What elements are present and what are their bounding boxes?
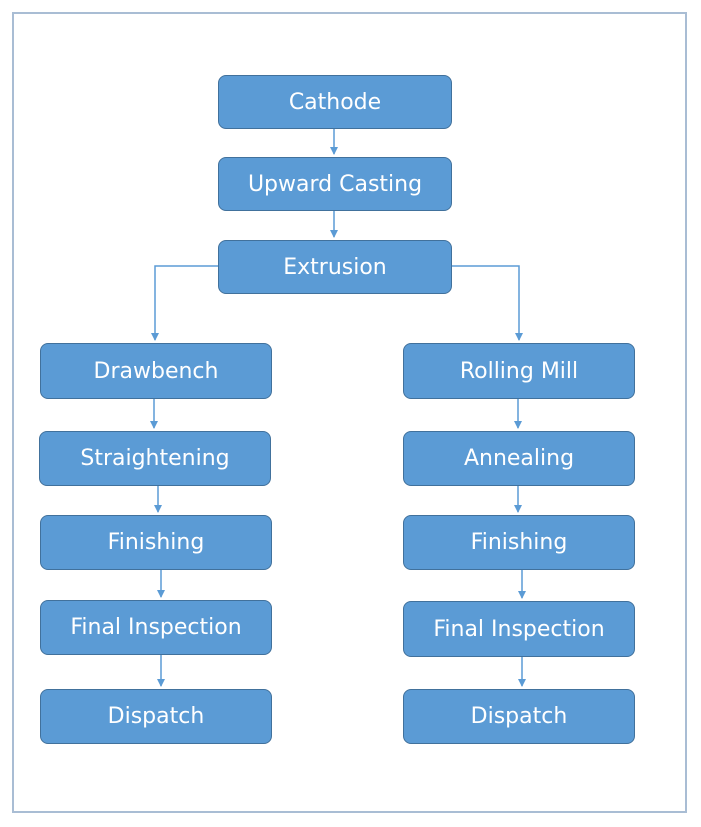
arrow-extrusion-to-rolling-mill [452,265,523,341]
arrow-extrusion-to-drawbench [151,265,218,341]
node-drawbench: Drawbench [40,343,272,399]
node-final-inspection-left: Final Inspection [40,600,272,655]
node-dispatch-right: Dispatch [403,689,635,744]
node-extrusion: Extrusion [218,240,452,294]
node-rolling-mill: Rolling Mill [403,343,635,399]
node-finishing-right: Finishing [403,515,635,570]
node-finishing-left: Finishing [40,515,272,570]
node-cathode: Cathode [218,75,452,129]
node-straightening: Straightening [39,431,271,486]
node-final-inspection-right: Final Inspection [403,601,635,657]
diagram-frame [12,12,687,813]
node-dispatch-left: Dispatch [40,689,272,744]
node-annealing: Annealing [403,431,635,486]
node-upward-casting: Upward Casting [218,157,452,211]
